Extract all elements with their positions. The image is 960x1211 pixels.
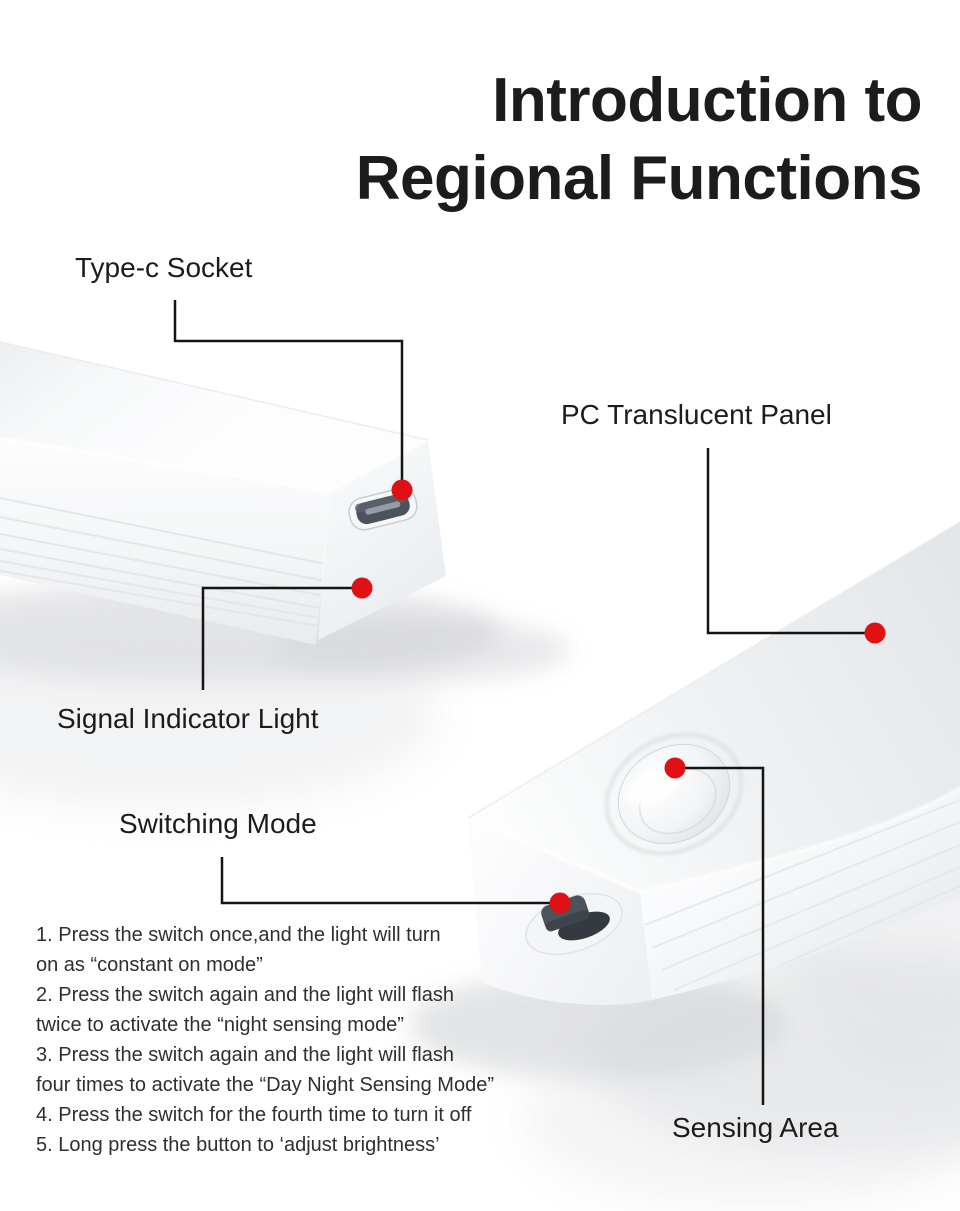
callout-line-pc-translucent-panel <box>706 448 875 635</box>
light-bar-sensor-view <box>467 521 960 1005</box>
label-pc-translucent-panel: PC Translucent Panel <box>561 399 832 430</box>
callout-line-signal-indicator-light <box>201 586 362 690</box>
instruction-step-5: 5. Long press the button to ‘adjust brig… <box>36 1134 440 1156</box>
callout-line-sensing-area <box>675 766 765 1105</box>
callout-line-type-c-socket <box>173 300 404 490</box>
ground-shadows <box>0 582 960 1210</box>
page-title-line2: Regional Functions <box>355 144 923 213</box>
label-sensing-area: Sensing Area <box>672 1112 839 1143</box>
callout-dot-signal-indicator-light <box>351 577 373 599</box>
light-bar-end-view <box>0 341 446 645</box>
label-switching-mode: Switching Mode <box>119 808 317 839</box>
callout-dots <box>351 479 886 914</box>
bar2-ripple-lines <box>644 799 960 1000</box>
instruction-step-1: 1. Press the switch once,and the light w… <box>36 924 441 976</box>
label-signal-indicator-light: Signal Indicator Light <box>57 703 319 734</box>
callout-dot-sensing-area <box>664 757 686 779</box>
page-title: Introduction to Regional Functions <box>355 62 923 218</box>
callout-dot-switching-mode <box>549 892 571 914</box>
bar1-front-face <box>0 438 330 645</box>
page-title-line1: Introduction to <box>492 66 922 135</box>
callout-dot-type-c-socket <box>391 479 413 501</box>
switching-mode-instructions: 1. Press the switch once,and the light w… <box>36 920 556 1160</box>
callout-line-switching-mode <box>220 857 560 905</box>
instruction-step-4: 4. Press the switch for the fourth time … <box>36 1104 472 1126</box>
callout-dot-pc-translucent-panel <box>864 622 886 644</box>
label-type-c-socket: Type-c Socket <box>75 252 253 283</box>
callout-lines <box>173 300 875 1105</box>
bar1-ripple-lines <box>0 497 330 629</box>
bar2-top-face <box>468 522 960 892</box>
instruction-step-3: 3. Press the switch again and the light … <box>36 1044 494 1096</box>
bar1-end-face <box>318 440 446 640</box>
bar2-front-face <box>640 788 960 1000</box>
instruction-step-2: 2. Press the switch again and the light … <box>36 984 454 1036</box>
